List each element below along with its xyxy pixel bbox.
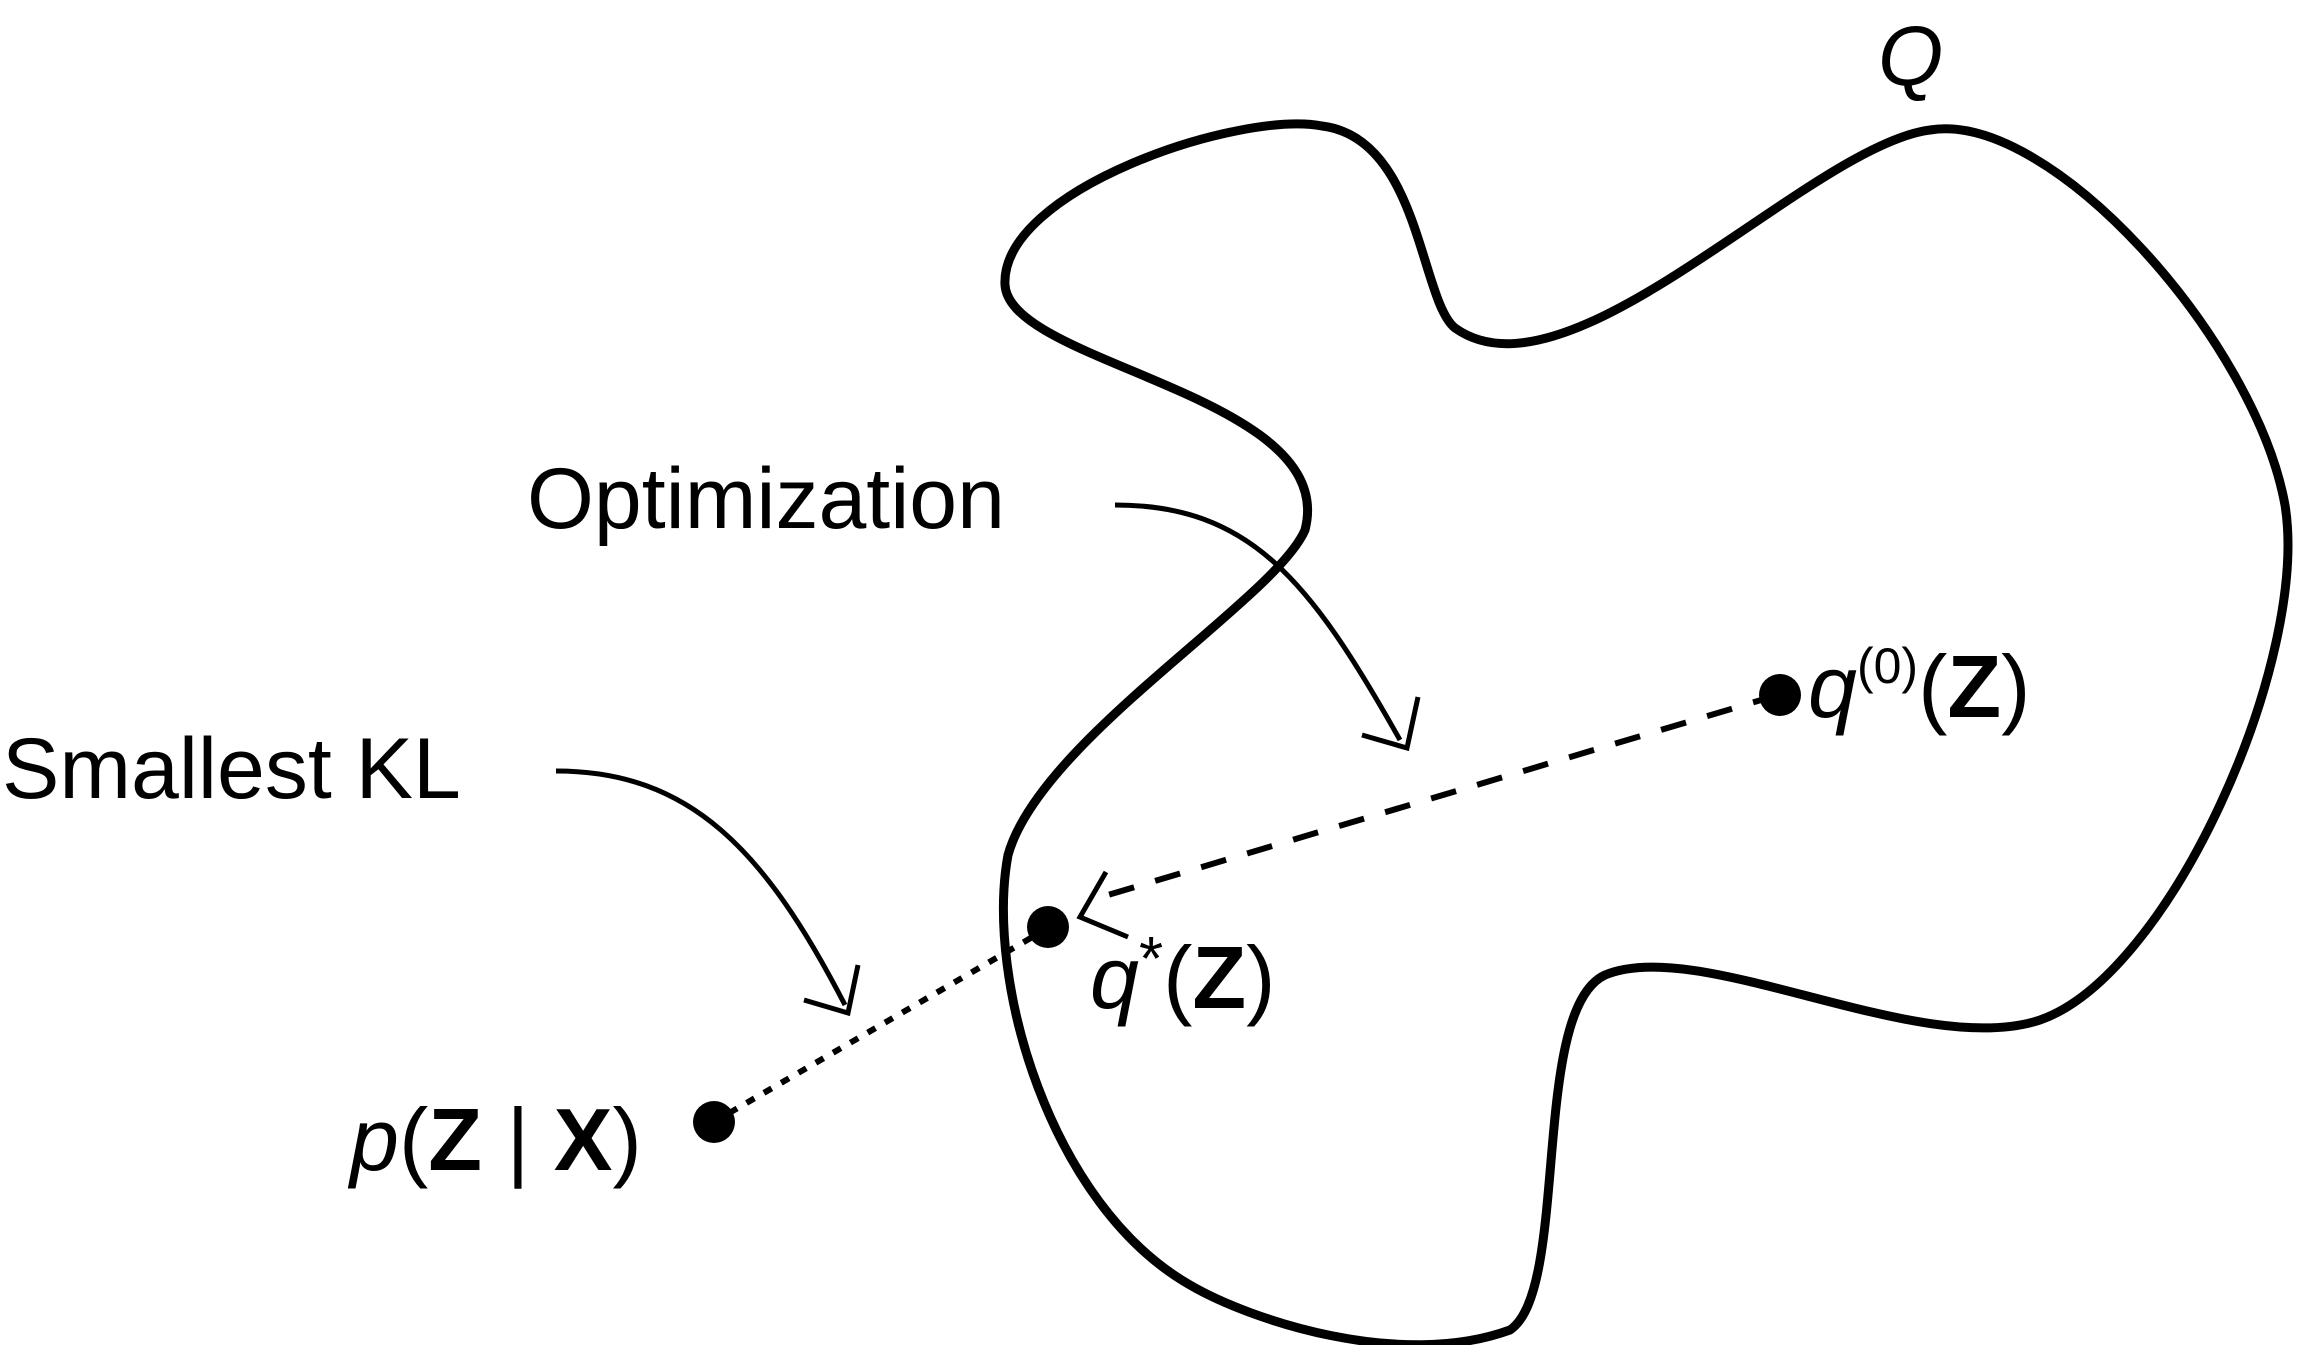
initial-close-paren: ) xyxy=(2001,637,2030,736)
region-label-q: Q xyxy=(1878,9,1943,103)
optimization-arrow xyxy=(1114,502,1403,742)
optimum-point xyxy=(1027,906,1069,948)
optimization-path-dashed xyxy=(1107,692,1779,898)
initial-point xyxy=(1759,674,1801,716)
posterior-point xyxy=(693,1101,735,1143)
posterior-point-label: p(Z | X) xyxy=(347,1090,642,1189)
optimum-open-paren: ( xyxy=(1163,928,1192,1027)
posterior-close-paren: ) xyxy=(613,1090,642,1189)
initial-open-paren: ( xyxy=(1918,637,1947,736)
family-q-region xyxy=(998,119,2293,1345)
posterior-condition: X xyxy=(554,1090,613,1189)
initial-fn: q xyxy=(1808,637,1857,736)
initial-superscript: (0) xyxy=(1857,638,1918,694)
posterior-variable: Z xyxy=(428,1090,482,1189)
smallest-kl-arrow xyxy=(555,768,848,1007)
optimization-label: Optimization xyxy=(527,451,1005,547)
optimum-superscript: * xyxy=(1139,925,1163,994)
optimum-point-label: q*(Z) xyxy=(1090,925,1275,1027)
posterior-open-paren: ( xyxy=(399,1090,428,1189)
initial-point-label: q(0)(Z) xyxy=(1808,637,2030,736)
optimum-variable: Z xyxy=(1192,928,1246,1027)
optimization-arrowhead xyxy=(1361,696,1421,752)
posterior-bar: | xyxy=(482,1090,554,1189)
optimization-path-arrowhead xyxy=(1076,870,1129,940)
optimum-fn: q xyxy=(1090,928,1139,1027)
smallest-kl-label: Smallest KL xyxy=(2,721,461,817)
kl-gap-dotted xyxy=(710,925,1050,1126)
initial-variable: Z xyxy=(1947,637,2001,736)
optimum-close-paren: ) xyxy=(1246,928,1275,1027)
posterior-fn: p xyxy=(347,1090,399,1189)
smallest-kl-arrowhead xyxy=(803,964,861,1017)
